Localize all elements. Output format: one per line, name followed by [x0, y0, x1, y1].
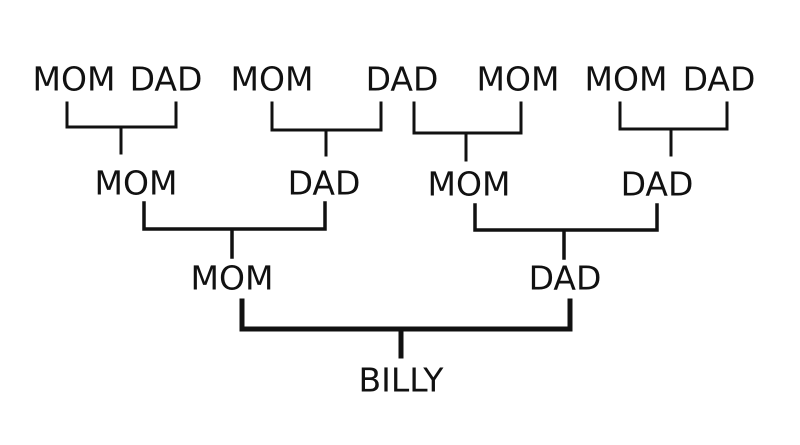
bracket-parents — [239, 298, 573, 359]
label-ggp-4-dad: DAD — [682, 59, 756, 99]
label-ggp-3-mom: MOM — [476, 59, 560, 99]
bracket-ggp-3 — [412, 101, 523, 162]
label-ggp-1-dad: DAD — [129, 59, 203, 99]
bracket-gp-1 — [142, 201, 327, 259]
label-gp-paternal-dad: DAD — [620, 164, 694, 204]
label-gp-paternal-mom: MOM — [427, 164, 511, 204]
bracket-gp-2 — [473, 203, 659, 260]
bracket-ggp-4 — [618, 101, 729, 157]
label-gp-maternal-dad: DAD — [287, 163, 361, 203]
label-gp-maternal-mom: MOM — [94, 163, 178, 203]
label-parent-dad: DAD — [528, 258, 602, 298]
label-ggp-4-mom: MOM — [584, 59, 668, 99]
bracket-ggp-1 — [65, 101, 178, 155]
bracket-ggp-2 — [270, 101, 383, 157]
label-child: BILLY — [358, 360, 444, 400]
label-ggp-2-dad: DAD — [365, 59, 439, 99]
label-ggp-2-mom: MOM — [230, 59, 314, 99]
label-ggp-1-mom: MOM — [32, 59, 116, 99]
label-parent-mom: MOM — [190, 258, 274, 298]
